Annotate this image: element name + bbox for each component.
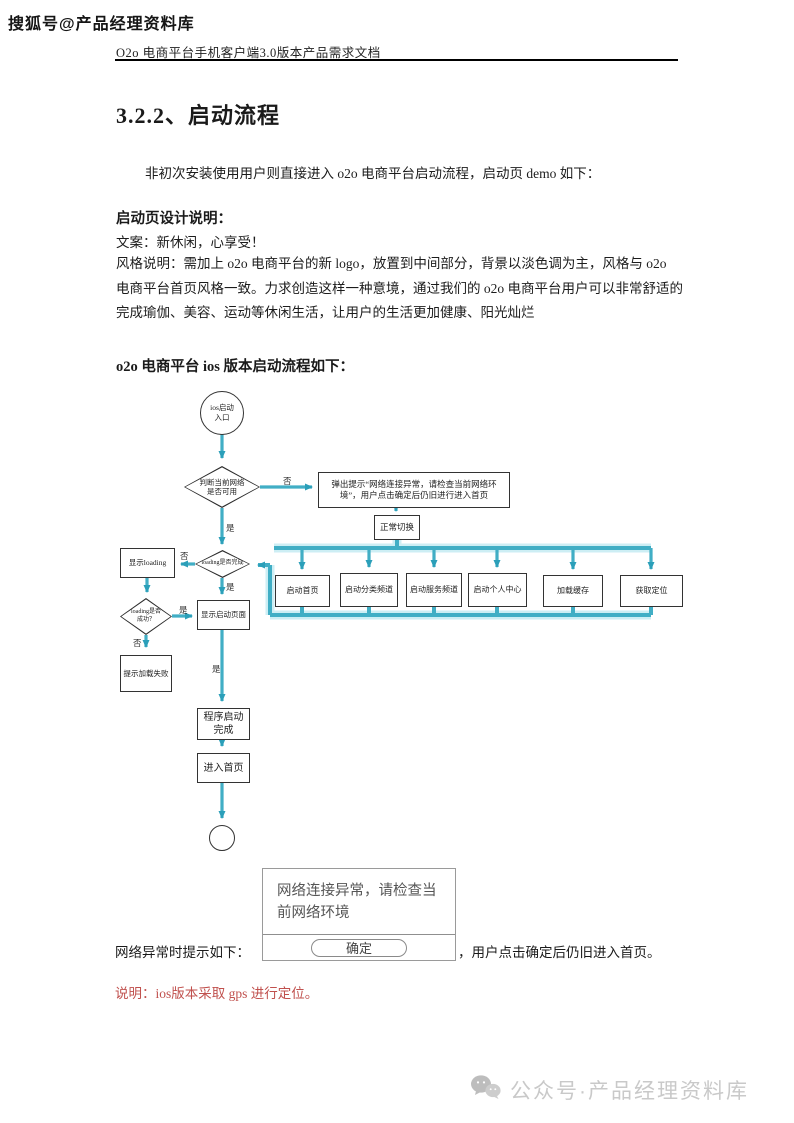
intro-paragraph: 非初次安装使用用户则直接进入 o2o 电商平台启动流程，启动页 demo 如下： (145, 166, 601, 181)
watermark: 搜狐号@产品经理资料库 (8, 16, 195, 33)
confirm-button[interactable]: 确定 (311, 939, 407, 957)
edge-label-no: 否 (283, 476, 292, 486)
doc-header-title: O2o 电商平台手机客户端3.0版本产品需求文档 (116, 46, 381, 60)
footer-label: 公众号·产品经理资料库 (510, 1080, 749, 1103)
node-task-5: 加载缓存 (543, 575, 603, 607)
edge-label-yes: 是 (226, 582, 235, 592)
flowchart: ios启动 入口 判断当前网络 是否可用 弹出提示“网络连接异常，请检查当前网络… (100, 385, 700, 865)
node-launch-done: 程序启动 完成 (197, 708, 250, 740)
node-task-1: 启动首页 (275, 575, 330, 607)
gps-note: 说明：ios版本采取 gps 进行定位。 (115, 986, 319, 1001)
node-task-6: 获取定位 (620, 575, 683, 607)
flow-connectors (142, 433, 655, 819)
node-task-4: 启动个人中心 (468, 573, 527, 607)
edge-label-yes: 是 (212, 664, 221, 674)
node-start: ios启动 入口 (200, 391, 244, 435)
node-show-launch: 显示启动页面 (197, 600, 250, 630)
caption-suffix: ，用户点击确定后仍旧进入首页。 (458, 945, 661, 960)
flow-heading: o2o 电商平台 ios 版本启动流程如下： (116, 359, 355, 375)
node-task-3: 启动服务频道 (406, 573, 462, 607)
dialog-divider (263, 934, 455, 935)
network-error-dialog: 网络连接异常，请检查当前网络环境 确定 (262, 868, 456, 961)
node-end (209, 825, 235, 851)
caption-prefix: 网络异常时提示如下： (115, 945, 250, 960)
copy-line: 文案：新休闲，心享受！ (116, 235, 265, 250)
node-load-fail: 提示加载失败 (120, 655, 172, 692)
node-network-error: 弹出提示“网络连接异常，请检查当前网络环境”，用户点击确定后仍旧进行进入首页 (318, 472, 510, 508)
node-enter-home: 进入首页 (197, 753, 250, 783)
node-show-loading: 显示loading (120, 548, 175, 578)
header-rule (115, 59, 678, 61)
edge-label-yes: 是 (179, 605, 188, 615)
edge-label-no: 否 (180, 551, 189, 561)
section-heading: 3.2.2、启动流程 (116, 103, 281, 128)
wechat-icon (470, 1074, 502, 1106)
edge-label-no: 否 (133, 638, 142, 648)
edge-label-yes: 是 (226, 523, 235, 533)
design-note-heading: 启动页设计说明： (116, 211, 232, 227)
node-task-2: 启动分类频道 (340, 573, 398, 607)
footer: 公众号·产品经理资料库 (470, 1074, 749, 1106)
dialog-message: 网络连接异常，请检查当前网络环境 (277, 883, 437, 922)
style-description: 风格说明：需加上 o2o 电商平台的新 logo，放置到中间部分，背景以淡色调为… (116, 256, 683, 320)
node-normal-switch: 正常切换 (374, 515, 420, 540)
